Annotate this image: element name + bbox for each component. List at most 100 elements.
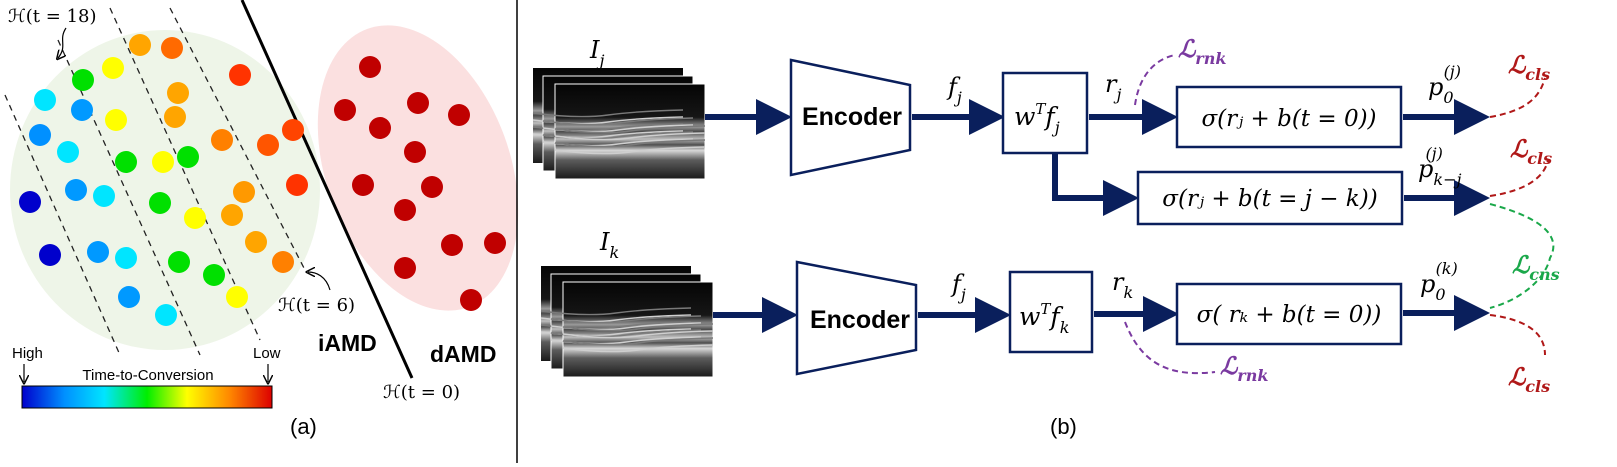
image-label-top: Ij bbox=[589, 36, 604, 70]
encoder-top-label: Encoder bbox=[802, 103, 902, 131]
iamd-dot bbox=[184, 207, 206, 229]
iamd-dot bbox=[229, 64, 251, 86]
oct-stack-bottom bbox=[540, 266, 714, 378]
iamd-dot bbox=[115, 247, 137, 269]
damd-dot bbox=[352, 174, 374, 196]
iamd-dot bbox=[168, 251, 190, 273]
cls-loss-curve-1 bbox=[1489, 77, 1546, 118]
arrow-linear-to-sigmoid2 bbox=[1052, 153, 1139, 216]
sigmoid-bottom-label: σ( rₖ + b(t = 0)) bbox=[1197, 302, 1382, 328]
encoder-top bbox=[789, 58, 912, 177]
damd-dot bbox=[407, 92, 429, 114]
panel-a-label: (a) bbox=[290, 414, 317, 439]
iamd-dot bbox=[93, 185, 115, 207]
damd-region bbox=[317, 25, 519, 311]
rank-loss-label-bottom: ℒrnk bbox=[1220, 351, 1268, 385]
iamd-dot bbox=[65, 179, 87, 201]
iamd-dot bbox=[71, 99, 93, 121]
cns-loss-label: ℒcns bbox=[1512, 250, 1560, 284]
iamd-dot bbox=[164, 106, 186, 128]
iamd-dots bbox=[19, 34, 308, 326]
feature-label-top: fj bbox=[946, 73, 962, 107]
iamd-dot bbox=[211, 129, 233, 151]
linear-label-bottom: wTfk bbox=[1019, 300, 1069, 337]
cns-loss-curve bbox=[1489, 203, 1555, 309]
damd-dot bbox=[421, 176, 443, 198]
damd-dot bbox=[369, 117, 391, 139]
damd-label: dAMD bbox=[430, 341, 496, 367]
sigmoid-box-1 bbox=[1175, 85, 1403, 149]
sigmoid-box-bottom bbox=[1175, 282, 1403, 346]
sigmoid-box-2 bbox=[1136, 170, 1404, 226]
iamd-dot bbox=[39, 244, 61, 266]
iamd-dot bbox=[115, 151, 137, 173]
iamd-dot bbox=[57, 141, 79, 163]
score-label-bottom: rk bbox=[1112, 268, 1133, 302]
iamd-dot bbox=[155, 304, 177, 326]
level-line bbox=[4, 94, 121, 356]
colorbar bbox=[21, 385, 273, 409]
annotation-h6-pointer bbox=[308, 272, 331, 291]
rank-loss-label-top: ℒrnk bbox=[1178, 34, 1226, 68]
iamd-dot bbox=[72, 69, 94, 91]
feature-label-bottom: fj bbox=[950, 270, 966, 304]
iamd-dot bbox=[149, 192, 171, 214]
cls-loss-label-bottom: ℒcls bbox=[1508, 362, 1550, 396]
oct-stack-top bbox=[532, 68, 706, 180]
damd-dot bbox=[394, 199, 416, 221]
annotation-h6: ℋ(t = 6) bbox=[278, 295, 355, 316]
cls-loss-curve-2 bbox=[1489, 159, 1549, 197]
cls-loss-label-1: ℒcls bbox=[1508, 50, 1550, 84]
image-label-bottom: Ik bbox=[599, 228, 619, 262]
iamd-dot bbox=[233, 181, 255, 203]
panel-a: ℋ(t = 18) ℋ(t = 6) ℋ(t = 0) iAMD dAMD Hi… bbox=[4, 0, 519, 439]
iamd-dot bbox=[129, 34, 151, 56]
annotation-h18-pointer bbox=[58, 27, 67, 58]
iamd-dot bbox=[245, 231, 267, 253]
iamd-dot bbox=[257, 134, 279, 156]
annotation-h0: ℋ(t = 0) bbox=[383, 382, 460, 403]
colorbar-title: Time-to-Conversion bbox=[82, 367, 213, 384]
encoder-bottom-label: Encoder bbox=[810, 306, 910, 334]
sigmoid-2-label: σ(rⱼ + b(t = j − k)) bbox=[1162, 186, 1377, 212]
colorbar-low-label: Low bbox=[253, 345, 281, 362]
rank-loss-curve-bottom bbox=[1124, 321, 1216, 375]
iamd-dot bbox=[177, 146, 199, 168]
damd-dot bbox=[404, 141, 426, 163]
prob-label-2: pk−j(j) bbox=[1418, 144, 1461, 189]
level-line bbox=[109, 7, 261, 341]
iamd-dot bbox=[221, 204, 243, 226]
decision-boundary bbox=[240, 0, 414, 379]
rank-loss-curve-top bbox=[1134, 54, 1176, 106]
damd-dot bbox=[394, 257, 416, 279]
iamd-dot bbox=[167, 82, 189, 104]
iamd-dot bbox=[118, 286, 140, 308]
damd-dot bbox=[441, 234, 463, 256]
iamd-dot bbox=[203, 264, 225, 286]
iamd-dot bbox=[102, 57, 124, 79]
sigmoid-1-label: σ(rⱼ + b(t = 0)) bbox=[1201, 106, 1376, 132]
linear-box-bottom bbox=[1008, 270, 1094, 354]
cls-loss-curve-bottom bbox=[1489, 314, 1546, 356]
level-line bbox=[57, 39, 201, 356]
iamd-dot bbox=[282, 119, 304, 141]
colorbar-high-label: High bbox=[12, 345, 43, 362]
iamd-label: iAMD bbox=[318, 330, 377, 356]
panel-b-label: (b) bbox=[1050, 414, 1077, 439]
prob-label-1: p0(j) bbox=[1428, 62, 1461, 107]
encoder-bottom bbox=[795, 260, 918, 376]
iamd-dot bbox=[19, 191, 41, 213]
iamd-dot bbox=[286, 174, 308, 196]
iamd-dot bbox=[226, 286, 248, 308]
panel-b: Ij Encoder fj wTfj rj ℒrnk σ(rⱼ + b(t = … bbox=[532, 34, 1560, 439]
damd-dot bbox=[460, 289, 482, 311]
iamd-region bbox=[10, 30, 320, 350]
damd-dot bbox=[484, 232, 506, 254]
iamd-dot bbox=[105, 109, 127, 131]
prob-label-bottom: p0(k) bbox=[1420, 259, 1458, 304]
damd-dot bbox=[448, 104, 470, 126]
iamd-dot bbox=[87, 241, 109, 263]
linear-box-top bbox=[1001, 71, 1089, 155]
